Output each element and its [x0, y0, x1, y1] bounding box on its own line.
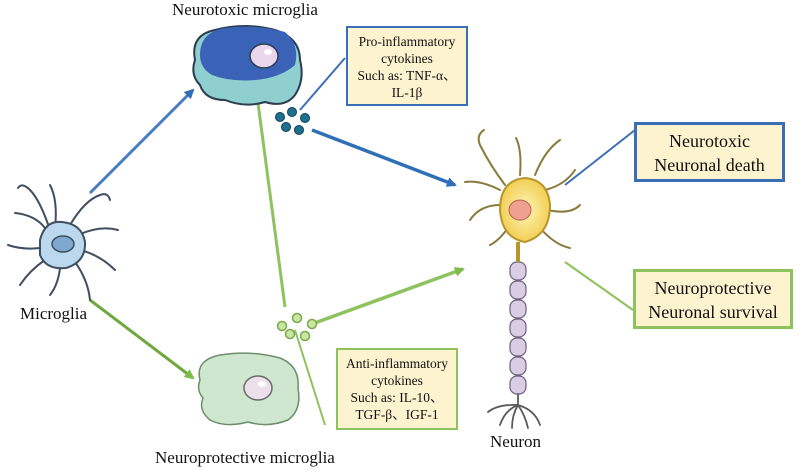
connector-neuroprotective-box [564, 261, 634, 311]
neurotoxic-microglia-icon [192, 25, 303, 106]
pro-box-line-4: IL-1β [391, 85, 423, 100]
neuroprotective-outcome-line-2: Neuronal survival [648, 302, 778, 322]
resting-microglia-icon [7, 184, 119, 301]
anti-box-line-1: Anti-inflammatory [346, 356, 448, 371]
neurotoxic-microglia-label: Neurotoxic microglia [172, 0, 318, 19]
neurotoxic-outcome-line-1: Neurotoxic [669, 131, 750, 151]
connector-anti-box [294, 329, 326, 426]
anti-box-line-3: Such as: IL-10、 [350, 390, 444, 405]
neuroprotective-outcome-box: Neuroprotective Neuronal survival [633, 269, 793, 329]
neuron-label: Neuron [490, 432, 541, 451]
axon [509, 261, 527, 395]
neuron-icon [464, 129, 581, 429]
arrow-anti-cytokines-to-neuron [311, 267, 465, 326]
connector-neurotoxic-box [564, 129, 636, 186]
arrow-microglia-to-neurotoxic [88, 88, 195, 195]
anti-box-line-2: cytokines [371, 373, 423, 388]
pro-inflammatory-box: Pro-inflammatory cytokines Such as: TNF-… [346, 26, 468, 106]
connector-pro-box [299, 57, 346, 111]
neurotoxic-outcome-line-2: Neuronal death [654, 155, 765, 175]
arrow-microglia-to-neuroprotective [89, 298, 195, 380]
pro-box-line-1: Pro-inflammatory [358, 34, 456, 49]
neuroprotective-microglia-label: Neuroprotective microglia [155, 448, 335, 467]
anti-inflammatory-box: Anti-inflammatory cytokines Such as: IL-… [336, 348, 458, 430]
pro-cytokine-dots [275, 107, 310, 135]
arrow-pro-cytokines-to-neuron [311, 128, 457, 187]
pro-box-line-3: Such as: TNF-α、 [357, 68, 457, 83]
anti-cytokine-dots [276, 312, 318, 342]
anti-box-line-4: TGF-β、IGF-1 [355, 407, 439, 422]
pro-box-line-2: cytokines [381, 51, 433, 66]
neurotoxic-outcome-box: Neurotoxic Neuronal death [634, 122, 785, 182]
neuroprotective-microglia-icon [197, 352, 300, 426]
inhibition-line [256, 102, 287, 308]
neuroprotective-outcome-line-1: Neuroprotective [654, 278, 772, 298]
microglia-label: Microglia [20, 304, 88, 323]
